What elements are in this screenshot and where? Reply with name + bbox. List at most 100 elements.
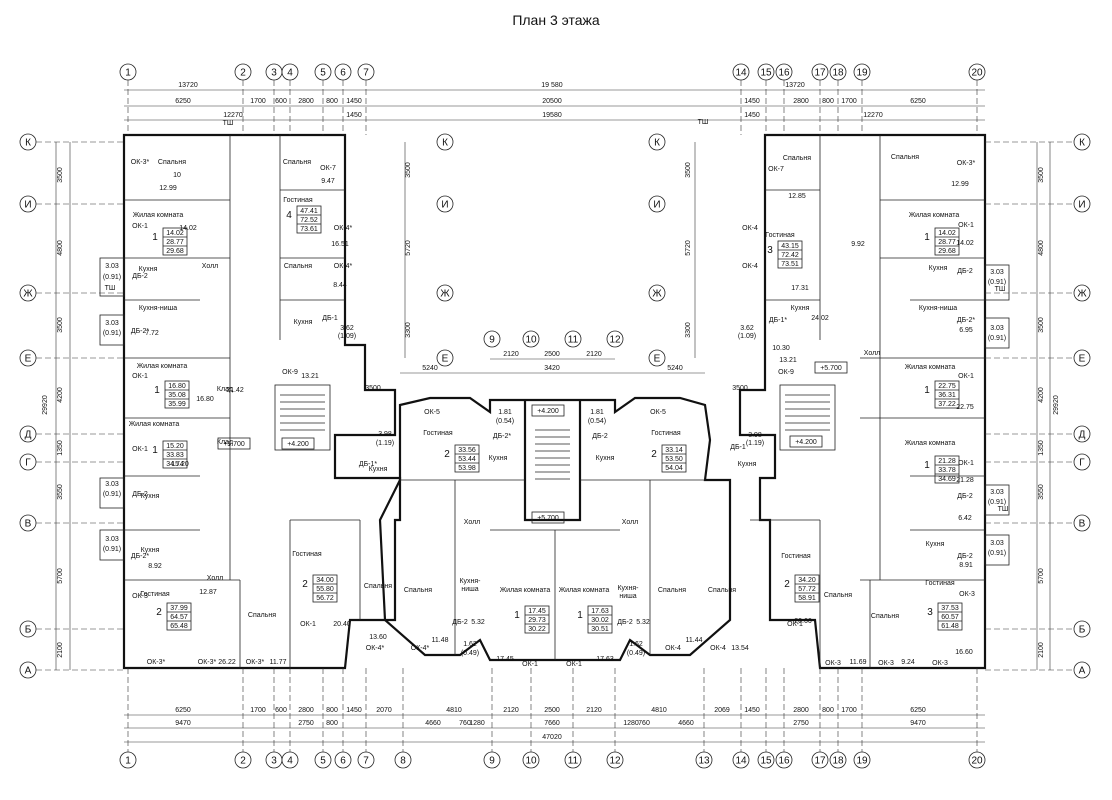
dimension-label: 5240	[667, 365, 683, 372]
room-label: 3.62	[740, 325, 754, 332]
apartment-area-value: 73.51	[781, 261, 799, 268]
room-label: Кухня-	[459, 578, 481, 585]
axis-top-4: 4	[281, 63, 299, 81]
room-label: Гостиная	[651, 430, 681, 437]
dimension-label: 3300	[405, 322, 412, 338]
svg-text:Е: Е	[25, 354, 32, 365]
room-label: Спальня	[284, 263, 312, 270]
axis-left-Г: Г	[19, 453, 37, 471]
svg-text:А: А	[1079, 666, 1086, 677]
room-label: ДБ-2	[957, 493, 973, 500]
svg-text:Г: Г	[1079, 458, 1085, 469]
axis-bottom-13: 13	[695, 751, 713, 769]
svg-text:5: 5	[320, 68, 326, 79]
dimension-label: 5720	[685, 240, 692, 256]
room-label: ДБ-2	[957, 268, 973, 275]
room-label: ОК-4*	[411, 645, 430, 652]
apartment-number: 1	[577, 610, 583, 621]
room-label: (0.91)	[988, 279, 1006, 286]
dimension-label: 1450	[744, 98, 760, 105]
room-label: Кухня	[738, 461, 757, 468]
room-label: 20.40	[333, 621, 351, 628]
dimension-label: 19580	[542, 112, 562, 119]
axis-bottom-6: 6	[334, 751, 352, 769]
dimension-label: 5700	[57, 568, 64, 584]
apartment-number: 1	[514, 610, 520, 621]
axis-bottom-16: 16	[775, 751, 793, 769]
axis-left-Ж: Ж	[19, 284, 37, 302]
room-label: 3.62	[340, 325, 354, 332]
svg-text:2: 2	[240, 68, 246, 79]
dimension-label: 3420	[544, 365, 560, 372]
room-label: ОК-3	[932, 660, 948, 667]
axis-inner-left-И: И	[436, 195, 454, 213]
dimension-label: 1700	[841, 98, 857, 105]
room-label: ОК-4	[742, 225, 758, 232]
axis-top-7: 7	[357, 63, 375, 81]
room-label: Жилая комната	[500, 587, 551, 594]
dimension-label: 3500	[365, 385, 381, 392]
axis-left-К: К	[19, 133, 37, 151]
room-label: (0.91)	[103, 546, 121, 553]
apartment-area-value: 53.98	[458, 465, 476, 472]
room-label: ДБ-2	[132, 491, 148, 498]
room-label: 1.62	[463, 641, 477, 648]
room-label: 3.98	[378, 431, 392, 438]
dimension-label: 2750	[298, 720, 314, 727]
apartment-area-value: 34.20	[798, 577, 816, 584]
dimension-label: 1350	[1038, 440, 1045, 456]
axis-bottom-10: 10	[522, 751, 540, 769]
dimension-label: 4200	[1038, 387, 1045, 403]
axis-mid-11: 11	[564, 330, 582, 348]
room-label: Кухня	[139, 266, 158, 273]
room-label: ТШ	[223, 120, 234, 127]
room-label: 3.03	[990, 325, 1004, 332]
room-label: ниша	[461, 586, 478, 593]
room-label: ОК-3*	[147, 659, 166, 666]
room-label: ОК-4	[742, 263, 758, 270]
elevation-mark: +4.200	[531, 404, 565, 417]
axis-left-А: А	[19, 661, 37, 679]
dimension-label: 2069	[714, 707, 730, 714]
room-label: ДБ-2	[132, 273, 148, 280]
room-label: 16.80	[196, 396, 214, 403]
dimension-label: 3500	[57, 317, 64, 333]
room-label: (0.91)	[103, 491, 121, 498]
axis-top-1: 1	[119, 63, 137, 81]
axis-bottom-15: 15	[757, 751, 775, 769]
dimension-label: 4810	[446, 707, 462, 714]
svg-text:К: К	[25, 138, 31, 149]
dimension-label: 600	[275, 98, 287, 105]
room-label: ДБ-2*	[131, 553, 150, 560]
svg-text:+4.200: +4.200	[537, 408, 559, 415]
room-label: 8.44	[333, 282, 347, 289]
svg-text:1: 1	[125, 68, 131, 79]
apartment-area-value: 16.80	[168, 383, 186, 390]
svg-text:+5.700: +5.700	[223, 441, 245, 448]
apartment-number: 3	[767, 245, 773, 256]
room-label: Спальня	[871, 613, 899, 620]
room-label: 3.03	[990, 540, 1004, 547]
room-label: ДБ-2*	[957, 317, 976, 324]
svg-text:3: 3	[271, 68, 277, 79]
svg-text:К: К	[1079, 138, 1085, 149]
apartment-area-value: 28.77	[166, 239, 184, 246]
room-label: (0.91)	[103, 330, 121, 337]
room-label: Кухня-ниша	[139, 305, 177, 312]
room-label: 17.31	[791, 285, 809, 292]
svg-text:В: В	[1079, 519, 1086, 530]
apartment-area-value: 36.31	[938, 392, 956, 399]
elevation-mark: +4.200	[281, 437, 315, 450]
room-label: ОК-3*	[957, 160, 976, 167]
dimension-label: 12270	[223, 112, 243, 119]
svg-text:2: 2	[240, 756, 246, 767]
svg-text:Д: Д	[25, 430, 32, 441]
room-label: ОК-1	[958, 373, 974, 380]
room-label: Гостиная	[292, 551, 322, 558]
axis-right-И: И	[1073, 195, 1091, 213]
apartment-area-value: 33.78	[938, 467, 956, 474]
svg-text:Е: Е	[654, 354, 661, 365]
